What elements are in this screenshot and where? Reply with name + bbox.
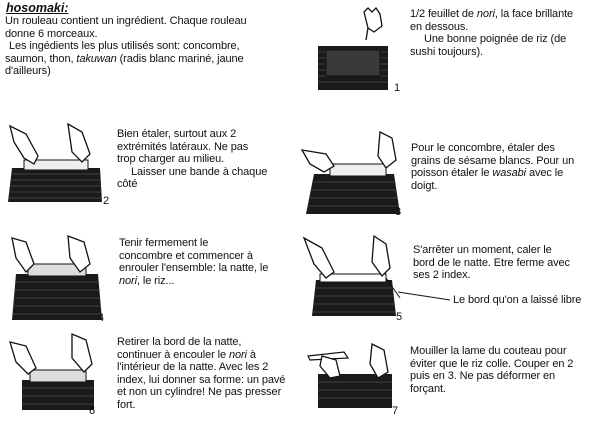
step-4-text: Tenir fermement le concombre et commence… [119, 237, 269, 287]
annotation-pointer [397, 291, 451, 301]
bamboo-mat-icon [318, 374, 392, 408]
step-5-annotation: Le bord qu'on a laissé libre [453, 294, 582, 306]
intro-text: Un rouleau contient un ingrédient. Chaqu… [5, 15, 247, 78]
step-1-text: 1/2 feuillet de nori, la face brillante … [410, 8, 574, 58]
step-5-number: 5 [396, 311, 403, 323]
step-3-text: Pour le concombre, étaler des grains de … [411, 142, 575, 192]
bamboo-mat-icon [8, 168, 102, 202]
knife-icon [307, 351, 350, 361]
step-2-text: Bien étaler, surtout aux 2 extrémités la… [117, 128, 268, 191]
step-7-number: 7 [392, 405, 399, 417]
bamboo-mat-icon [306, 174, 400, 214]
step-7-text: Mouiller la lame du couteau pour éviter … [410, 345, 574, 395]
hands-icon [9, 333, 93, 375]
hands-icon [11, 235, 91, 274]
step-1-illustration [318, 6, 388, 90]
step-5-text: S'arrêter un moment, caler le bord de le… [413, 244, 570, 282]
bamboo-mat-icon [318, 46, 388, 90]
page-title: hosomaki: [6, 1, 69, 15]
annotation-line [385, 277, 401, 299]
rice-hand-icon [363, 6, 383, 41]
bamboo-mat-icon [312, 273, 396, 316]
step-4-number: 4 [98, 312, 105, 324]
step-2-illustration [8, 122, 102, 202]
step-6-illustration [9, 333, 94, 410]
step-5-illustration [302, 234, 401, 316]
hands-icon [302, 234, 391, 279]
hands-icon [319, 342, 389, 379]
step-6-number: 6 [89, 405, 96, 417]
step-3-number: 3 [395, 206, 402, 218]
step-1-number: 1 [394, 82, 401, 94]
step-3-illustration [300, 130, 400, 214]
hands-icon [300, 130, 397, 173]
cucumber-icon [329, 163, 387, 177]
rice-layer-icon [23, 159, 89, 171]
bamboo-mat-icon [22, 369, 94, 410]
step-6-text: Retirer la bord de la natte, continuer à… [117, 336, 286, 411]
step-4-illustration [11, 235, 102, 320]
step-7-illustration [307, 342, 392, 408]
hands-icon [9, 122, 91, 165]
bamboo-mat-icon [12, 274, 102, 320]
step-2-number: 2 [103, 195, 110, 207]
